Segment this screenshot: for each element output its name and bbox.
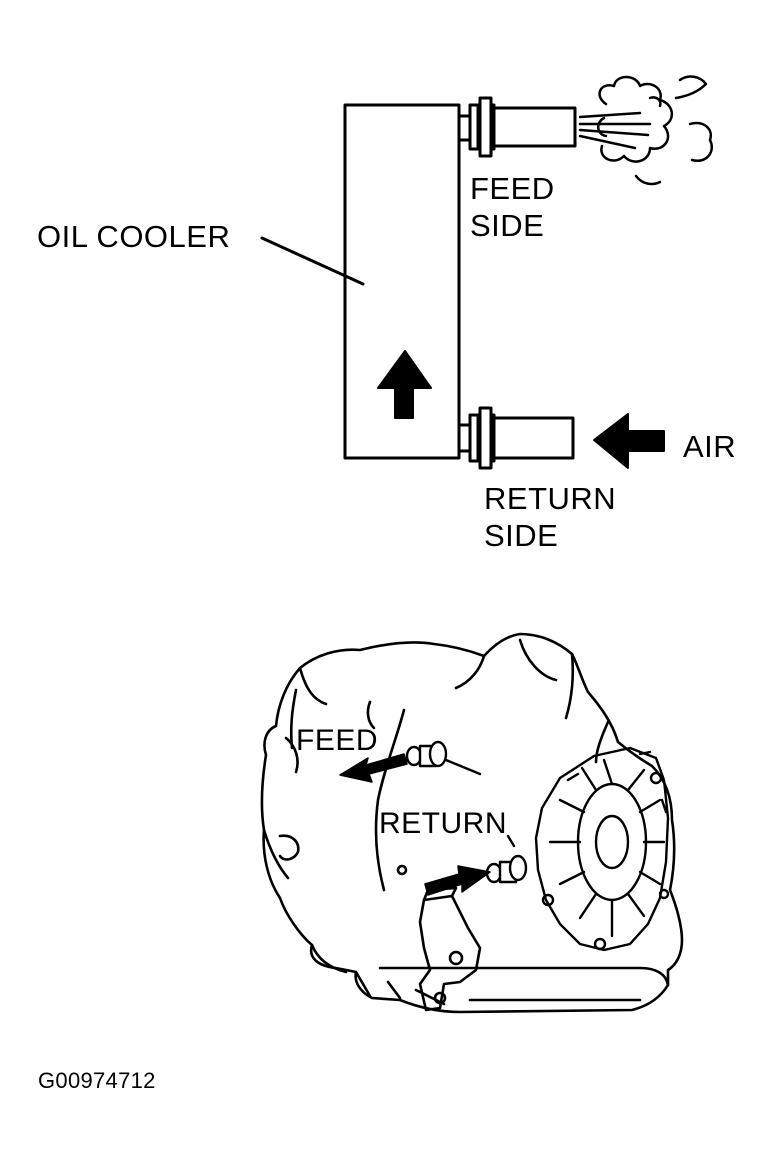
return-side-label: RETURN SIDE [484, 480, 616, 554]
transmission-return-label: RETURN [379, 807, 507, 840]
return-side-line-2: SIDE [484, 518, 559, 553]
return-side-pipe [457, 406, 575, 470]
figure-code: G00974712 [38, 1068, 156, 1093]
return-fitting [485, 834, 528, 884]
feed-side-line-1: FEED [470, 171, 555, 206]
oil-cooler-leader-line [260, 236, 365, 286]
oil-cooler-label: OIL COOLER [37, 219, 231, 254]
transmission-feed-label: FEED [296, 724, 379, 757]
oil-cooler-body [343, 103, 461, 460]
air-arrow [593, 413, 665, 469]
feed-side-pipe [457, 96, 577, 158]
return-side-line-1: RETURN [484, 481, 617, 516]
feed-arrow [339, 753, 408, 783]
feed-side-label: FEED SIDE [470, 170, 555, 244]
feed-side-line-2: SIDE [470, 208, 545, 243]
return-arrow [424, 865, 491, 896]
transmission-front-housing [534, 746, 670, 952]
feed-fitting [405, 740, 482, 776]
air-puff-icon [578, 75, 713, 186]
flow-up-arrow [377, 350, 432, 419]
air-label: AIR [683, 429, 737, 464]
